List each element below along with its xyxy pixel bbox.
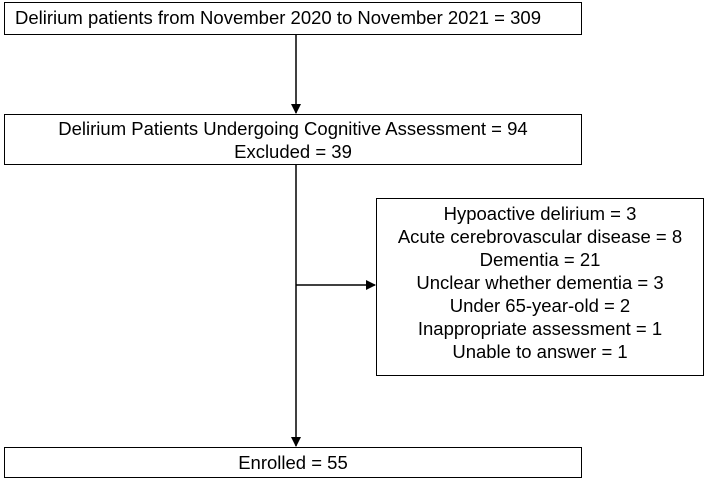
total-patients-text: Delirium patients from November 2020 to … — [15, 7, 541, 28]
exclusion-item: Dementia = 21 — [479, 249, 601, 270]
cognitive-assessment-box: Delirium Patients Undergoing Cognitive A… — [4, 114, 582, 165]
exclusion-item: Unclear whether dementia = 3 — [416, 272, 664, 293]
exclusion-reasons-box: Hypoactive delirium = 3 Acute cerebrovas… — [376, 198, 704, 376]
exclusion-item: Inappropriate assessment = 1 — [417, 318, 663, 339]
cognitive-assessment-text: Delirium Patients Undergoing Cognitive A… — [58, 118, 528, 139]
excluded-count-text: Excluded = 39 — [234, 141, 352, 162]
total-patients-box: Delirium patients from November 2020 to … — [4, 2, 582, 35]
exclusion-item: Acute cerebrovascular disease = 8 — [397, 226, 683, 247]
exclusion-item: Hypoactive delirium = 3 — [443, 203, 637, 224]
enrolled-box: Enrolled = 55 — [4, 447, 582, 478]
exclusion-item: Unable to answer = 1 — [452, 341, 628, 362]
exclusion-item: Under 65-year-old = 2 — [449, 295, 631, 316]
enrolled-text: Enrolled = 55 — [238, 452, 348, 473]
